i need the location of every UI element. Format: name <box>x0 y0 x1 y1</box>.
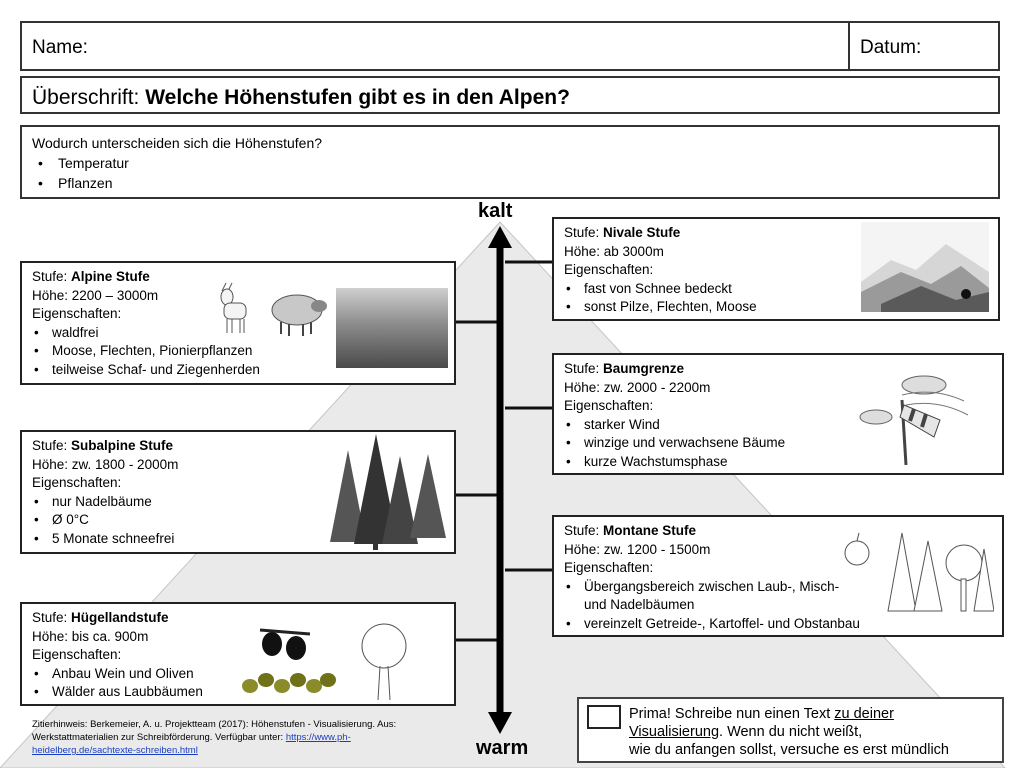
zone-name: Montane Stufe <box>603 523 696 538</box>
stufe-label: Stufe: <box>564 523 603 538</box>
card-montane: Stufe: Montane Stufe Höhe: zw. 1200 - 15… <box>552 515 1004 637</box>
zone-item-continued: und Nadelbäumen <box>584 597 694 612</box>
card-subalpine: Stufe: Subalpine Stufe Höhe: zw. 1800 - … <box>20 430 456 554</box>
stufe-label: Stufe: <box>32 269 71 284</box>
zone-name: Baumgrenze <box>603 361 684 376</box>
conifer-trees-icon <box>328 432 450 552</box>
snow-mountain-photo <box>861 222 989 312</box>
grapes-icon <box>238 666 338 698</box>
axis-label-warm: warm <box>476 737 528 760</box>
zone-name: Alpine Stufe <box>71 269 150 284</box>
page-title: Überschrift: Welche Höhenstufen gibt es … <box>20 76 1000 114</box>
stufe-label: Stufe: <box>564 361 603 376</box>
deciduous-tree-icon <box>352 622 416 702</box>
card-nival: Stufe: Nivale Stufe Höhe: ab 3000m Eigen… <box>552 217 1000 321</box>
date-label: Datum: <box>860 37 921 58</box>
name-field[interactable]: Name: <box>20 21 850 71</box>
sheep-icon <box>269 288 329 338</box>
card-baumgrenze: Stufe: Baumgrenze Höhe: zw. 2000 - 2200m… <box>552 353 1004 475</box>
olives-icon <box>254 624 316 664</box>
title-text: Welche Höhenstufen gibt es in den Alpen? <box>145 86 570 109</box>
zone-name: Hügellandstufe <box>71 610 169 625</box>
goat-icon <box>212 281 252 337</box>
stufe-label: Stufe: <box>32 610 71 625</box>
citation: Zitierhinweis: Berkemeier, A. u. Projekt… <box>32 718 452 757</box>
windsock-icon <box>854 365 974 465</box>
prima-line1a: Prima! Schreibe nun einen Text <box>629 706 834 722</box>
name-label: Name: <box>32 37 88 58</box>
apple-icon <box>842 529 872 569</box>
stufe-label: Stufe: <box>564 225 603 240</box>
stufe-label: Stufe: <box>32 438 71 453</box>
zone-item: vereinzelt Getreide-, Kartoffel- und Obs… <box>564 615 992 634</box>
alpine-photo <box>336 288 448 368</box>
zone-name: Nivale Stufe <box>603 225 680 240</box>
intro-item: Pflanzen <box>32 173 988 193</box>
mixed-forest-icon <box>884 523 994 613</box>
zone-name: Subalpine Stufe <box>71 438 173 453</box>
date-field[interactable]: Datum: <box>848 21 1000 71</box>
prima-line1b: zu deiner <box>834 706 894 722</box>
task-checkbox[interactable] <box>587 705 621 729</box>
card-huegel: Stufe: Hügellandstufe Höhe: bis ca. 900m… <box>20 602 456 706</box>
title-prefix: Überschrift: <box>32 86 145 109</box>
axis-label-kalt: kalt <box>478 200 512 223</box>
intro-item: Temperatur <box>32 153 988 173</box>
intro-box: Wodurch unterscheiden sich die Höhenstuf… <box>20 125 1000 199</box>
prima-line2b: . Wenn du nicht weißt, <box>719 724 862 740</box>
intro-question: Wodurch unterscheiden sich die Höhenstuf… <box>32 133 988 153</box>
prima-line3: wie du anfangen sollst, versuche es erst… <box>629 741 1002 759</box>
zone-item-text: Übergangsbereich zwischen Laub-, Misch- <box>584 579 839 594</box>
card-alpine: Stufe: Alpine Stufe Höhe: 2200 – 3000m E… <box>20 261 456 385</box>
prima-task-box: Prima! Schreibe nun einen Text zu deiner… <box>577 697 1004 763</box>
prima-line2a: Visualisierung <box>629 724 719 740</box>
